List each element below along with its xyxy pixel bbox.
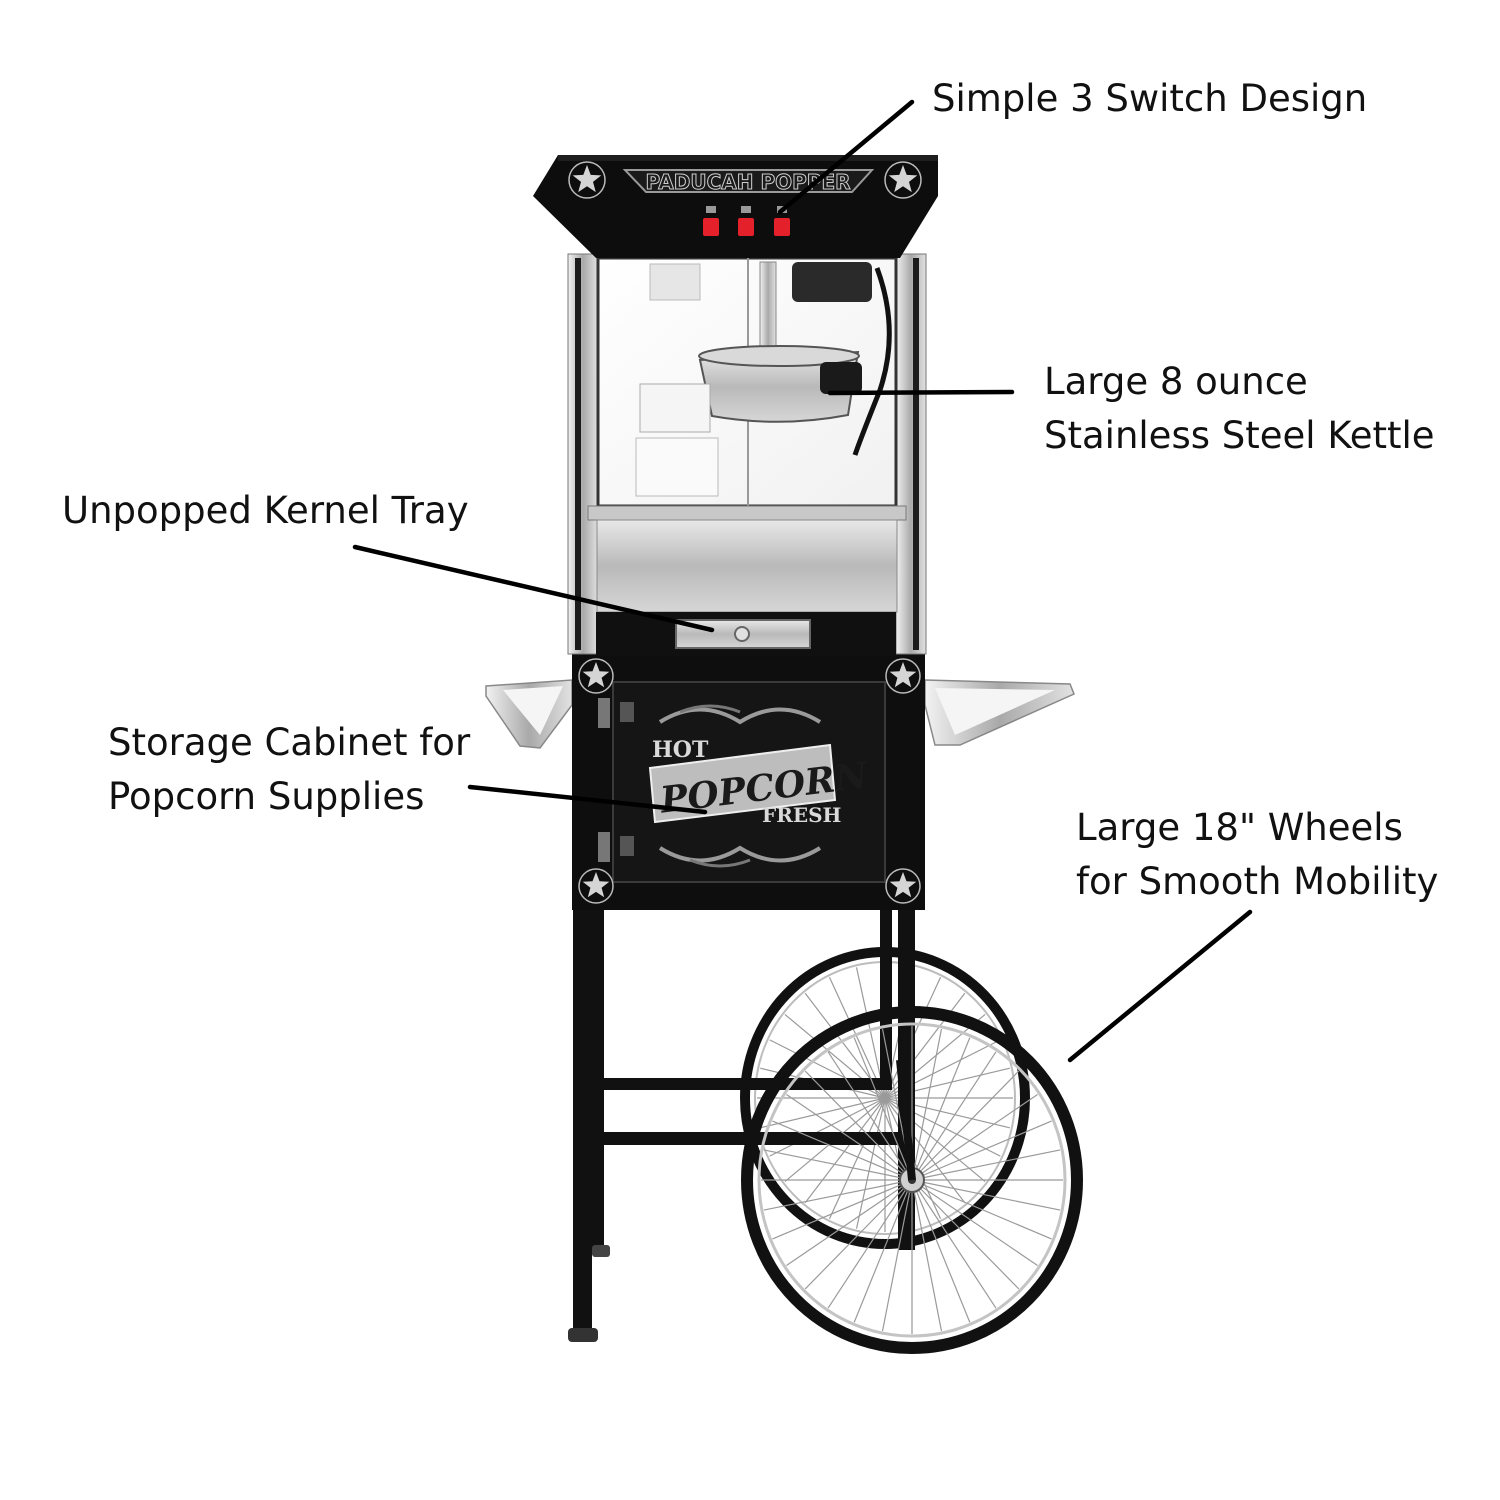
callout-cabinet-line1: Storage Cabinet for xyxy=(108,721,471,764)
wheel-spoke xyxy=(911,1179,997,1309)
switch-1[interactable] xyxy=(703,218,719,236)
callout-kettle-line1: Large 8 ounce xyxy=(1044,360,1308,403)
wheel-spoke xyxy=(911,1179,971,1323)
switch-3[interactable] xyxy=(774,218,790,236)
sign-hot: HOT xyxy=(652,737,709,763)
wheel-spoke xyxy=(804,1097,886,1204)
front-wheel xyxy=(741,1006,1083,1354)
wheel-spoke xyxy=(763,1179,913,1211)
wheel-spoke xyxy=(911,1179,1038,1267)
wheel-spoke xyxy=(772,1120,913,1181)
cart-frame xyxy=(568,905,915,1342)
callout-kernel-tray: Unpopped Kernel Tray xyxy=(62,484,469,538)
popper-body xyxy=(567,253,927,656)
leader-lines xyxy=(352,99,1253,1063)
callout-switch-design: Simple 3 Switch Design xyxy=(932,72,1367,126)
wheel-spoke xyxy=(827,1051,913,1181)
leader-switch xyxy=(777,99,915,215)
callout-switch-line1: Simple 3 Switch Design xyxy=(932,77,1368,120)
wheel-spoke xyxy=(772,1179,913,1240)
wheel-spoke xyxy=(881,1179,913,1332)
callout-cabinet-line2: Popcorn Supplies xyxy=(108,775,425,818)
wheel-spoke xyxy=(853,1179,913,1323)
wheel-spoke xyxy=(911,1179,943,1332)
wheel-spoke xyxy=(911,1028,943,1181)
star-icon xyxy=(889,662,917,688)
wheel-spoke xyxy=(828,1097,886,1219)
wheel-spoke xyxy=(786,1093,913,1181)
callout-wheels: Large 18" Wheels for Smooth Mobility xyxy=(1076,801,1438,909)
kettle xyxy=(698,267,892,456)
star-icon xyxy=(572,165,602,193)
wheel-spoke xyxy=(911,1149,1061,1181)
leader-wheels xyxy=(1067,909,1253,1063)
leader-cabinet xyxy=(467,784,708,815)
star-ring xyxy=(884,161,922,199)
callout-kettle-line2: Stainless Steel Kettle xyxy=(1044,414,1435,457)
wheel-spoke xyxy=(855,1097,886,1229)
star-ring xyxy=(578,658,614,694)
star-ring xyxy=(885,658,921,694)
right-shelf xyxy=(924,679,1075,746)
star-ring xyxy=(885,868,921,904)
wheel-spoke xyxy=(804,1179,913,1290)
wheel-spoke xyxy=(769,1097,886,1157)
wheel-spoke xyxy=(911,1179,1020,1290)
wheel-spoke xyxy=(911,1070,1020,1181)
switch-2[interactable] xyxy=(738,218,754,236)
star-ring xyxy=(578,868,614,904)
wheel-spoke xyxy=(911,1120,1052,1181)
star-icon xyxy=(889,872,917,898)
leader-kettle xyxy=(827,389,1015,396)
callout-wheels-line2: for Smooth Mobility xyxy=(1076,860,1439,903)
wheel-spoke xyxy=(911,1179,1061,1211)
callout-tray-line1: Unpopped Kernel Tray xyxy=(62,489,469,532)
sign-fresh: FRESH xyxy=(762,803,841,827)
wheel-spoke xyxy=(786,1179,913,1267)
wheel-spoke xyxy=(911,1051,997,1181)
star-ring xyxy=(568,161,606,199)
wheel-spoke xyxy=(760,1097,886,1129)
wheel-spoke xyxy=(827,1179,913,1309)
star-icon xyxy=(888,165,918,193)
leader-tray xyxy=(352,544,715,633)
wheel-spoke xyxy=(911,1179,1052,1240)
callout-wheels-line1: Large 18" Wheels xyxy=(1076,806,1403,849)
wheel-spoke xyxy=(804,1070,913,1181)
brand-sign: PADUCAH POPPER xyxy=(645,170,850,194)
wheel-spoke xyxy=(828,977,886,1099)
wheel-spoke xyxy=(911,1037,971,1181)
callout-cabinet: Storage Cabinet for Popcorn Supplies xyxy=(108,716,470,824)
left-shelf xyxy=(485,679,573,749)
callout-kettle: Large 8 ounce Stainless Steel Kettle xyxy=(1044,355,1435,463)
popper-top: PADUCAH POPPER xyxy=(533,155,938,258)
wheel-spoke xyxy=(911,1093,1038,1181)
star-icon xyxy=(582,662,610,688)
wheel-spoke xyxy=(763,1149,913,1181)
wheel-spoke xyxy=(853,1037,913,1181)
star-icon xyxy=(582,872,610,898)
storage-cabinet: HOT POPCORN FRESH xyxy=(572,654,925,910)
